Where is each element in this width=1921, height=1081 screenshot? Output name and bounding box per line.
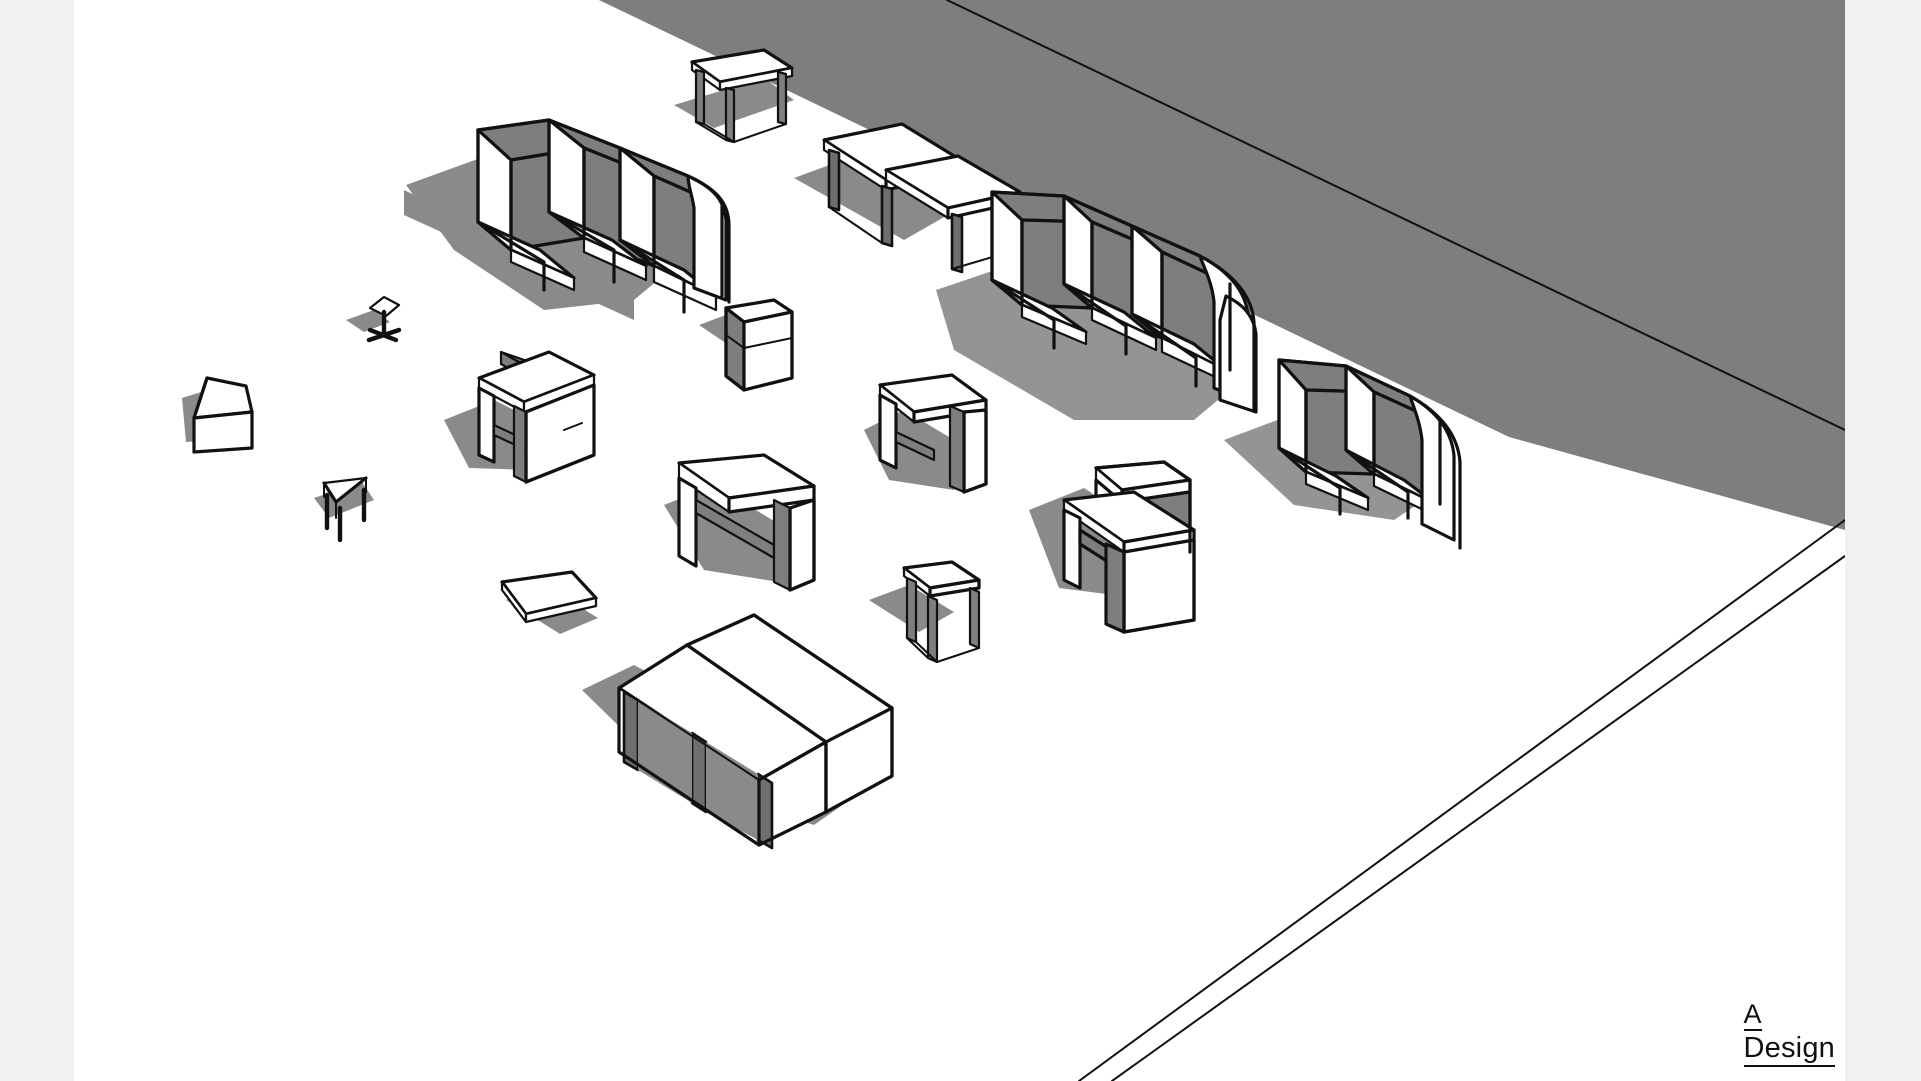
furniture-desk-open-frame[interactable] <box>864 373 988 494</box>
furniture-wedge-unit[interactable] <box>182 376 254 454</box>
furniture-bench-conference[interactable] <box>582 613 894 850</box>
furniture-side-table-small[interactable] <box>869 560 981 664</box>
furniture-table-small-upper[interactable] <box>674 48 794 144</box>
drawing-canvas[interactable]: .ln { stroke:#111111; stroke-width:3.2; … <box>74 0 1845 1081</box>
furniture-desk-with-pedestal[interactable] <box>444 350 596 484</box>
left-margin <box>0 0 74 1081</box>
furniture-corner-triangle-table[interactable] <box>314 476 374 543</box>
right-margin <box>1845 0 1921 1081</box>
isometric-scene: .ln { stroke:#111111; stroke-width:3.2; … <box>74 0 1845 1081</box>
furniture-reception-desk[interactable] <box>1029 460 1196 634</box>
furniture-cubicle-3bay-left[interactable] <box>404 118 731 320</box>
furniture-carrel-2bay[interactable] <box>1224 358 1462 550</box>
furniture-console-credenza[interactable] <box>664 453 816 592</box>
furniture-pedestal-side-table[interactable] <box>346 295 402 343</box>
wall-seam-line <box>946 0 1845 431</box>
furniture-table-split-top[interactable] <box>794 122 1022 274</box>
furniture-cubicle-3bay-right[interactable] <box>936 190 1258 420</box>
floor-edge-line-inner <box>1111 555 1845 1081</box>
floor-edge-line-outer <box>1078 519 1845 1081</box>
furniture-flat-panel-top[interactable] <box>500 570 598 634</box>
furniture-storage-cabinet[interactable] <box>699 298 794 392</box>
